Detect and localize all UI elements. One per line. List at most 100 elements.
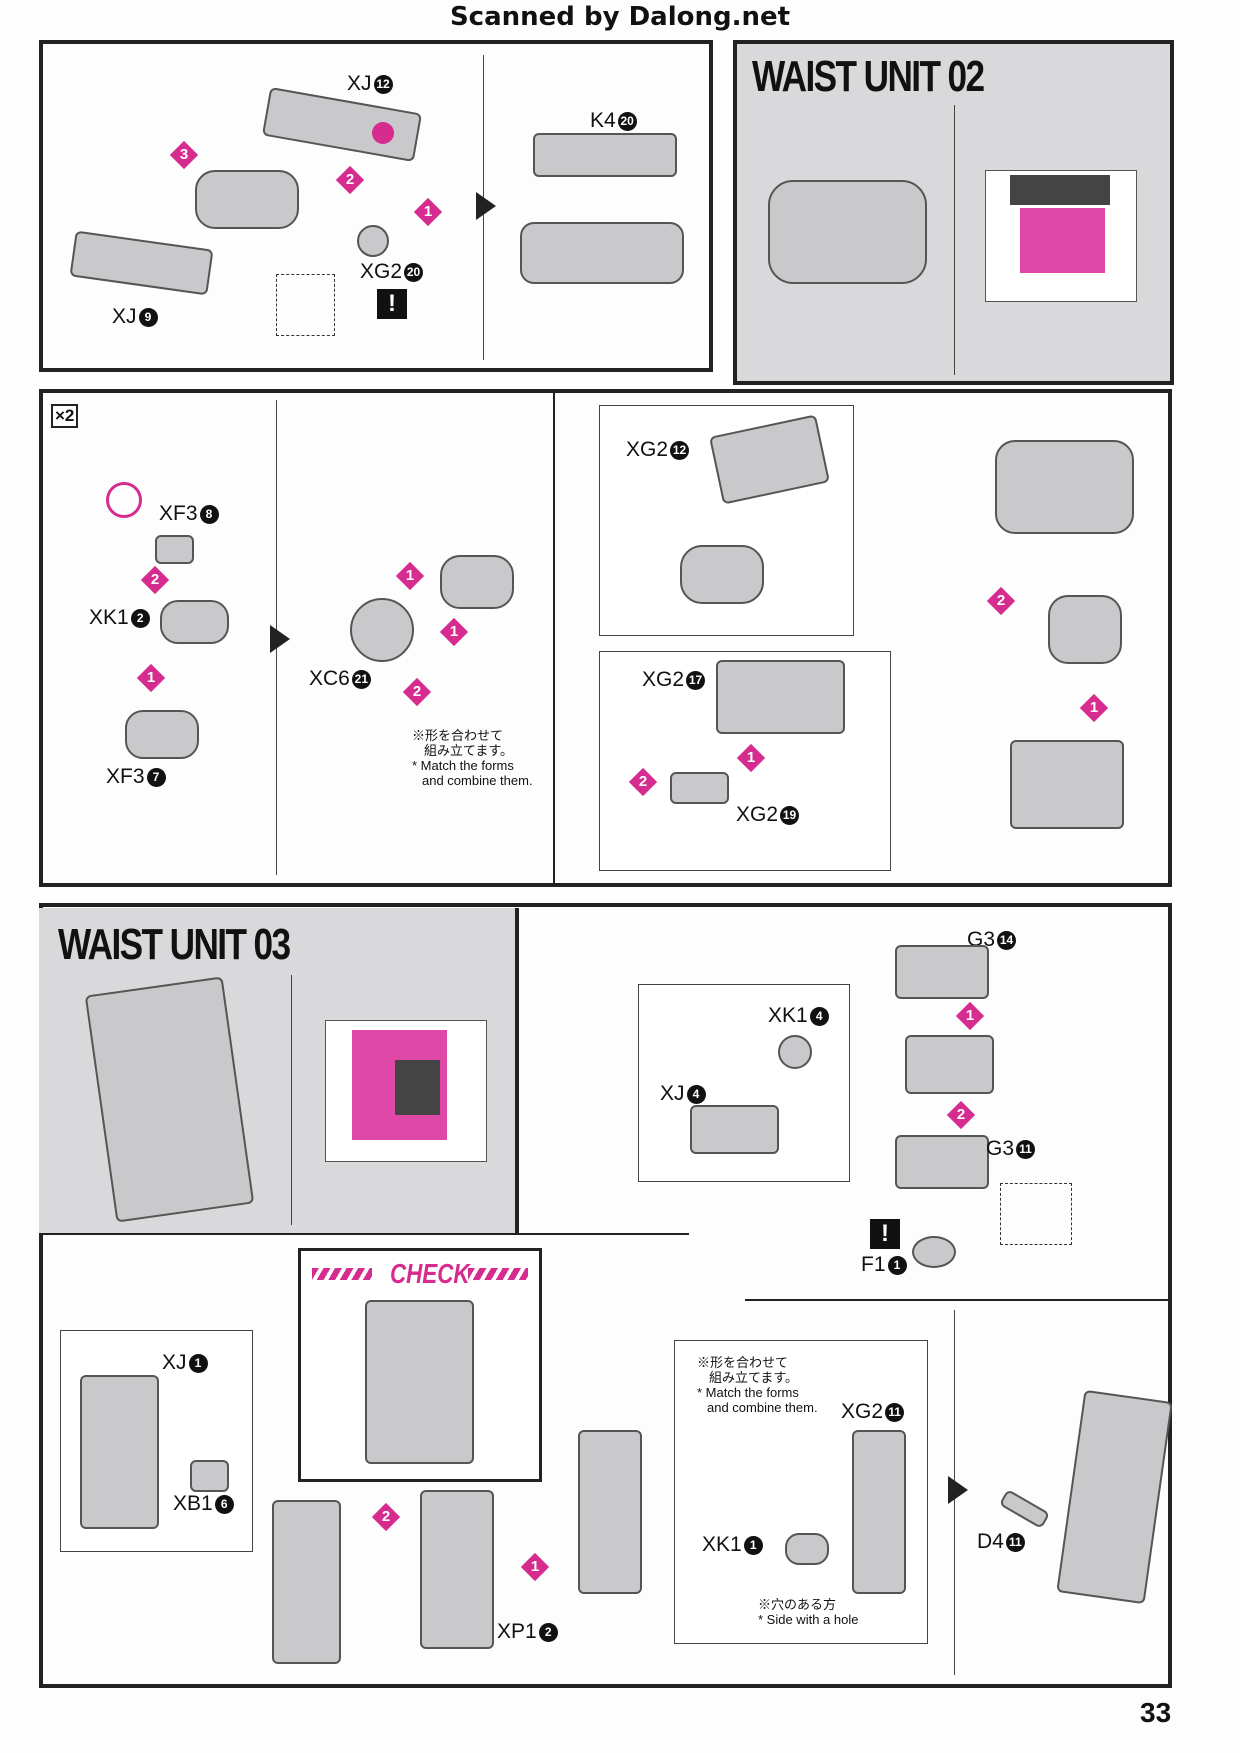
note-jp-line2: 組み立てます。	[709, 1370, 799, 1385]
part-middle-joint	[905, 1035, 994, 1094]
part-xg2-11	[852, 1430, 906, 1594]
part-xj1	[80, 1375, 159, 1529]
step-1-marker: 1	[955, 1001, 985, 1031]
step-1-marker: 1	[395, 561, 425, 591]
part-xk1-4	[778, 1035, 812, 1069]
scan-credit: Scanned by Dalong.net	[449, 2, 791, 32]
section-rule	[745, 1299, 1172, 1301]
step-2-marker: 2	[371, 1502, 401, 1532]
check-stripes-left	[312, 1268, 372, 1280]
step-1-marker: 1	[439, 617, 469, 647]
divider	[954, 105, 955, 375]
part-g3-11	[895, 1135, 989, 1189]
part-g3-14	[895, 945, 989, 999]
step-2-marker: 2	[628, 767, 658, 797]
waist-unit-03-title: WAIST UNIT 03	[58, 920, 291, 969]
part-xg2	[357, 225, 389, 257]
part-xg2-19	[670, 772, 729, 804]
hole-side-note: ※穴のある方 * Side with a hole	[758, 1597, 858, 1627]
part-base	[1010, 740, 1124, 829]
step-2-marker: 2	[140, 565, 170, 595]
part-cap	[440, 555, 514, 609]
part-assembled	[520, 222, 684, 284]
section-rule	[39, 1233, 689, 1235]
note-en-line2: and combine them.	[422, 773, 533, 788]
step-2-marker: 2	[402, 677, 432, 707]
note-en-line2: and combine them.	[707, 1400, 818, 1415]
warning-icon: !	[377, 289, 407, 319]
location-pink	[1020, 208, 1105, 273]
hole-note-jp: ※穴のある方	[758, 1597, 837, 1612]
check-title: CHECK	[389, 1258, 470, 1289]
note-jp-line1: ※形を合わせて	[412, 728, 504, 743]
part-xk1-1	[785, 1533, 829, 1565]
step-2-marker: 2	[946, 1100, 976, 1130]
waist-unit-02-title: WAIST UNIT 02	[752, 52, 985, 101]
part-k4	[533, 133, 677, 177]
part-mid	[1048, 595, 1122, 664]
part-xc6-ring	[350, 598, 414, 662]
note-en-line1: * Match the forms	[697, 1385, 799, 1400]
step-1-marker: 1	[520, 1552, 550, 1582]
part-xb1	[190, 1460, 229, 1492]
step-1-marker: 1	[1079, 693, 1109, 723]
part-assembled-leg	[578, 1430, 642, 1594]
note-jp-line1: ※形を合わせて	[697, 1355, 789, 1370]
step-3-marker: 3	[169, 140, 199, 170]
next-arrow	[476, 192, 496, 220]
step-2-marker: 2	[335, 165, 365, 195]
part-xf3-7	[125, 710, 199, 759]
step-1-marker: 1	[413, 197, 443, 227]
part-top-assembly	[995, 440, 1134, 534]
part-xj4	[690, 1105, 779, 1154]
detail-inset	[276, 274, 335, 336]
divider	[553, 392, 555, 884]
match-forms-note-2: ※形を合わせて 組み立てます。 * Match the forms and co…	[697, 1355, 818, 1415]
part-barrel	[680, 545, 764, 604]
divider	[291, 975, 292, 1225]
part-xg2-17	[716, 660, 845, 734]
waist-unit-02-part	[768, 180, 927, 284]
part-xk1-2	[160, 600, 229, 644]
part-xf3-8	[155, 535, 194, 564]
note-en-line1: * Match the forms	[412, 758, 514, 773]
next-arrow	[948, 1476, 968, 1504]
step-2-marker: 2	[986, 586, 1016, 616]
check-stripes-right	[468, 1268, 528, 1280]
part-f1	[912, 1236, 956, 1268]
part-frame	[272, 1500, 341, 1664]
part-body	[195, 170, 299, 229]
location-dark	[1010, 175, 1110, 205]
next-arrow	[270, 625, 290, 653]
panel-step-assembly-1	[39, 40, 713, 372]
step-1-marker: 1	[736, 743, 766, 773]
warning-icon: !	[870, 1219, 900, 1249]
panel-step-assembly-2	[39, 389, 1172, 887]
part-xp1	[420, 1490, 494, 1649]
match-forms-note: ※形を合わせて 組み立てます。 * Match the forms and co…	[412, 728, 533, 788]
check-part	[365, 1300, 474, 1464]
pink-peg	[372, 122, 394, 144]
hole-note-en: * Side with a hole	[758, 1612, 859, 1627]
step-1-marker: 1	[136, 663, 166, 693]
